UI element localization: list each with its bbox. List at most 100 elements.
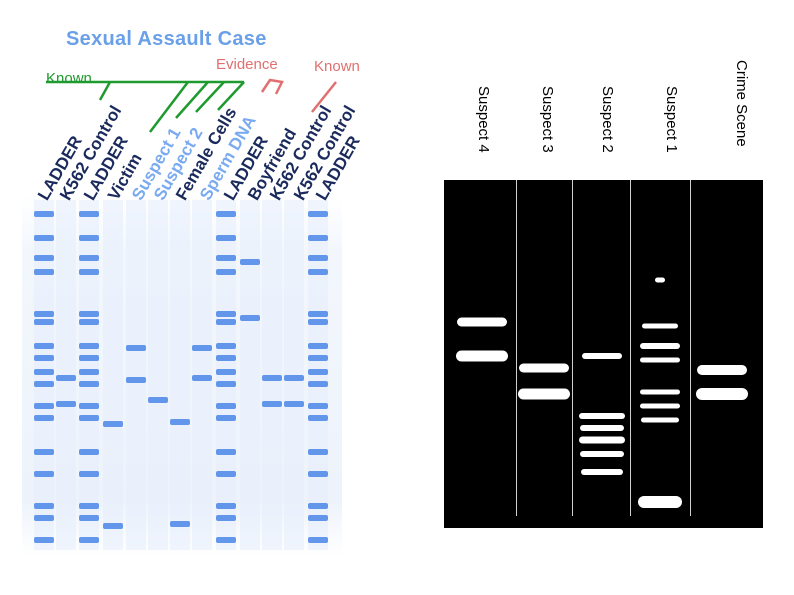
gel-band (34, 403, 54, 409)
gel-band (79, 255, 99, 261)
gel-band (216, 415, 236, 421)
gel-band (34, 471, 54, 477)
gel-band (308, 403, 328, 409)
gel-band (308, 537, 328, 543)
gel-band (79, 211, 99, 217)
gel-band (457, 317, 507, 327)
evidence-bracket (260, 78, 284, 95)
right-lane-label: Suspect 3 (539, 86, 556, 153)
gel-band (34, 515, 54, 521)
gel-band (308, 211, 328, 217)
gel-band (640, 357, 680, 363)
gel-band (216, 311, 236, 317)
lane-divider (516, 180, 517, 516)
gel-band (34, 355, 54, 361)
gel-band (56, 401, 76, 407)
right-gel-svg (456, 180, 748, 516)
gel-band (170, 419, 190, 425)
gel-band (284, 375, 304, 381)
gel-band (697, 365, 747, 375)
gel-band (34, 381, 54, 387)
gel-band (216, 343, 236, 349)
gel-band (34, 319, 54, 325)
gel-band (308, 415, 328, 421)
gel-band (579, 436, 625, 444)
gel-band (696, 388, 748, 400)
gel-band (456, 350, 508, 362)
known-bracket-branch (195, 81, 225, 113)
left-title: Sexual Assault Case (66, 28, 267, 50)
known-right-bracket (311, 81, 337, 113)
known-bracket-tick (98, 81, 112, 101)
right-lane-label: Suspect 1 (663, 86, 680, 153)
gel-band (308, 515, 328, 521)
right-lane-label: Crime Scene (733, 60, 750, 147)
gel-band (308, 235, 328, 241)
gel-band (216, 471, 236, 477)
right-gel-background (444, 180, 763, 528)
gel-band (579, 413, 625, 419)
lane-divider (630, 180, 631, 516)
gel-band (284, 401, 304, 407)
gel-band (638, 496, 682, 508)
gel-band (34, 449, 54, 455)
gel-band (79, 311, 99, 317)
gel-band (34, 537, 54, 543)
known-bracket-branch (217, 81, 245, 111)
evidence-group-label: Evidence (216, 56, 278, 73)
right-lane-label: Suspect 2 (599, 86, 616, 153)
gel-band (240, 315, 260, 321)
gel-band (34, 503, 54, 509)
gel-band (34, 311, 54, 317)
gel-band (240, 259, 260, 265)
gel-band (262, 401, 282, 407)
gel-band (79, 355, 99, 361)
gel-band (519, 363, 569, 373)
gel-band (126, 377, 146, 383)
gel-band (79, 381, 99, 387)
gel-band (216, 369, 236, 375)
gel-band (79, 471, 99, 477)
gel-band (640, 389, 680, 395)
lane-streak (103, 200, 123, 550)
gel-band (103, 421, 123, 427)
lane-streak (148, 200, 168, 550)
gel-band (655, 277, 665, 283)
gel-band (216, 449, 236, 455)
gel-band (216, 319, 236, 325)
gel-band (216, 211, 236, 217)
gel-band (79, 537, 99, 543)
gel-band (79, 369, 99, 375)
gel-band (79, 343, 99, 349)
gel-band (34, 415, 54, 421)
lane-divider (690, 180, 691, 516)
gel-band (308, 471, 328, 477)
gel-band (79, 403, 99, 409)
gel-band (216, 269, 236, 275)
gel-band (580, 451, 624, 457)
gel-band (580, 425, 624, 431)
gel-band (79, 235, 99, 241)
known-group-label-right: Known (314, 58, 360, 75)
gel-band (34, 235, 54, 241)
gel-band (308, 355, 328, 361)
gel-band (518, 388, 570, 400)
gel-band (34, 211, 54, 217)
gel-band (308, 269, 328, 275)
lane-divider (572, 180, 573, 516)
gel-band (642, 323, 678, 329)
gel-band (640, 403, 680, 409)
gel-band (262, 375, 282, 381)
gel-band (103, 523, 123, 529)
gel-band (126, 345, 146, 351)
gel-band (34, 269, 54, 275)
gel-band (79, 449, 99, 455)
gel-band (34, 255, 54, 261)
gel-band (216, 235, 236, 241)
gel-band (34, 343, 54, 349)
gel-band (79, 515, 99, 521)
gel-band (216, 255, 236, 261)
lane-streak (170, 200, 190, 550)
gel-band (216, 403, 236, 409)
gel-band (308, 255, 328, 261)
